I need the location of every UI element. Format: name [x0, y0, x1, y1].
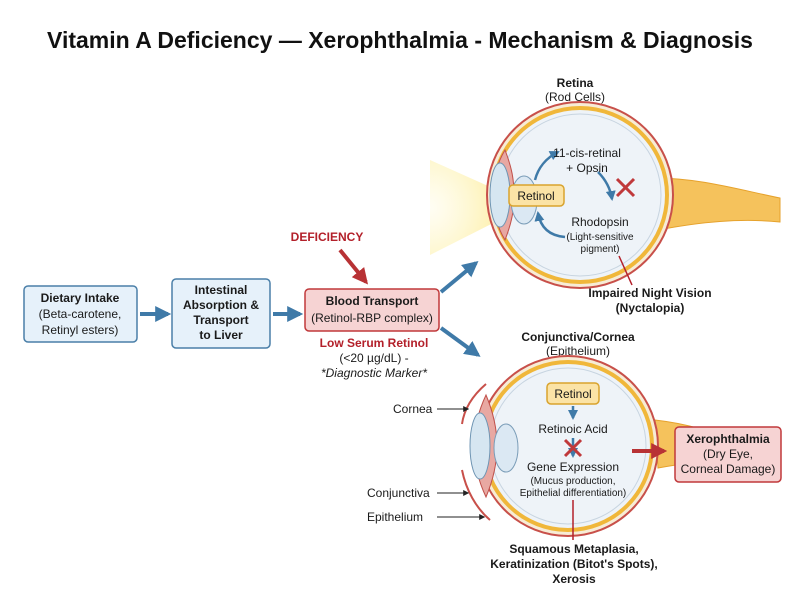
cis-retinal-line2: + Opsin: [566, 161, 608, 175]
arrow-blood-to-cornea: [439, 326, 481, 357]
metaplasia-line2: Keratinization (Bitot's Spots),: [490, 557, 658, 571]
xerophthalmia-box: Xerophthalmia (Dry Eye, Corneal Damage): [674, 426, 782, 483]
dietary-line3: Retinyl esters): [42, 323, 119, 337]
low-serum-line2: (<20 µg/dL) -: [339, 351, 408, 365]
metaplasia-line3: Xerosis: [552, 572, 596, 586]
xerophthalmia-line3: Corneal Damage): [681, 462, 776, 476]
retinol-label-cornea: Retinol: [554, 387, 591, 401]
cycle-arrow-cis-to-rhodopsin: [597, 171, 616, 201]
cycle-arrow-retinol-to-cis: [533, 150, 560, 181]
night-vision-line2: (Nyctalopia): [616, 301, 685, 315]
metaplasia-line1: Squamous Metaplasia,: [509, 542, 638, 556]
lens-cornea: [493, 423, 519, 473]
rhodopsin-label: Rhodopsin: [571, 215, 628, 229]
page-title: Vitamin A Deficiency — Xerophthalmia - M…: [47, 27, 753, 53]
rhodopsin-sub2: pigment): [581, 244, 620, 255]
retinol-label-retina: Retinol: [517, 189, 554, 203]
cornea-subheading: (Epithelium): [546, 344, 610, 358]
intestinal-line3: Transport: [193, 313, 248, 327]
block-cross-retina: [615, 177, 636, 198]
label-epithelium: Epithelium: [367, 510, 423, 524]
blood-line1: Blood Transport: [326, 294, 419, 308]
xerophthalmia-line2: (Dry Eye,: [703, 447, 753, 461]
rhodopsin-sub1: (Light-sensitive: [566, 232, 634, 243]
label-cornea: Cornea: [393, 402, 433, 416]
retina-heading: Retina: [557, 76, 594, 90]
gene-sub1: (Mucus production,: [530, 476, 615, 487]
retina-eye: Retinol 11-cis-retinal + Opsin Rhodopsin…: [430, 101, 781, 289]
light-beam: [430, 160, 515, 255]
cornea-lens-retina: [489, 162, 511, 228]
optic-nerve-retina: [654, 177, 781, 231]
gene-expression-label: Gene Expression: [527, 460, 619, 474]
night-vision-line1: Impaired Night Vision: [588, 286, 711, 300]
low-serum-retinol: Low Serum Retinol (<20 µg/dL) - *Diagnos…: [320, 336, 429, 380]
cornea-eye: Retinol Retinoic Acid Gene Expression (M…: [461, 355, 731, 540]
dietary-intake-box: Dietary Intake (Beta-carotene, Retinyl e…: [23, 285, 138, 343]
low-serum-line3: *Diagnostic Marker*: [321, 366, 427, 380]
deficiency-arrow: [338, 248, 369, 285]
low-serum-line1: Low Serum Retinol: [320, 336, 429, 350]
retinol-box-cornea: Retinol: [546, 382, 600, 405]
blood-line2: (Retinol-RBP complex): [311, 311, 433, 325]
xerophthalmia-line1: Xerophthalmia: [686, 432, 770, 446]
blood-transport-box: Blood Transport (Retinol-RBP complex): [304, 288, 440, 332]
retina-outcome-connector: [618, 255, 633, 286]
block-cross-cornea: [563, 438, 583, 458]
intestinal-line2: Absorption &: [183, 298, 259, 312]
gene-sub2: Epithelial differentiation): [520, 488, 627, 499]
label-conjunctiva: Conjunctiva: [367, 486, 430, 500]
conjunctiva-upper: [461, 383, 487, 425]
retinoic-acid-label: Retinoic Acid: [538, 422, 607, 436]
intestinal-line4: to Liver: [199, 328, 243, 342]
retina-subheading: (Rod Cells): [545, 90, 605, 104]
cornea-surface: [469, 412, 491, 480]
dietary-line1: Dietary Intake: [41, 291, 120, 305]
conjunctiva-lower: [461, 469, 491, 521]
arrow-blood-to-retina: [439, 260, 479, 294]
deficiency-label: DEFICIENCY: [291, 230, 364, 244]
retinol-box-retina: Retinol: [508, 184, 565, 207]
intestinal-absorption-box: Intestinal Absorption & Transport to Liv…: [171, 278, 271, 349]
dietary-line2: (Beta-carotene,: [39, 307, 122, 321]
cornea-heading: Conjunctiva/Cornea: [521, 330, 635, 344]
cis-retinal-line1: 11-cis-retinal: [553, 146, 621, 160]
cycle-arrow-rhodopsin-to-retinol: [534, 211, 566, 239]
intestinal-line1: Intestinal: [195, 283, 248, 297]
